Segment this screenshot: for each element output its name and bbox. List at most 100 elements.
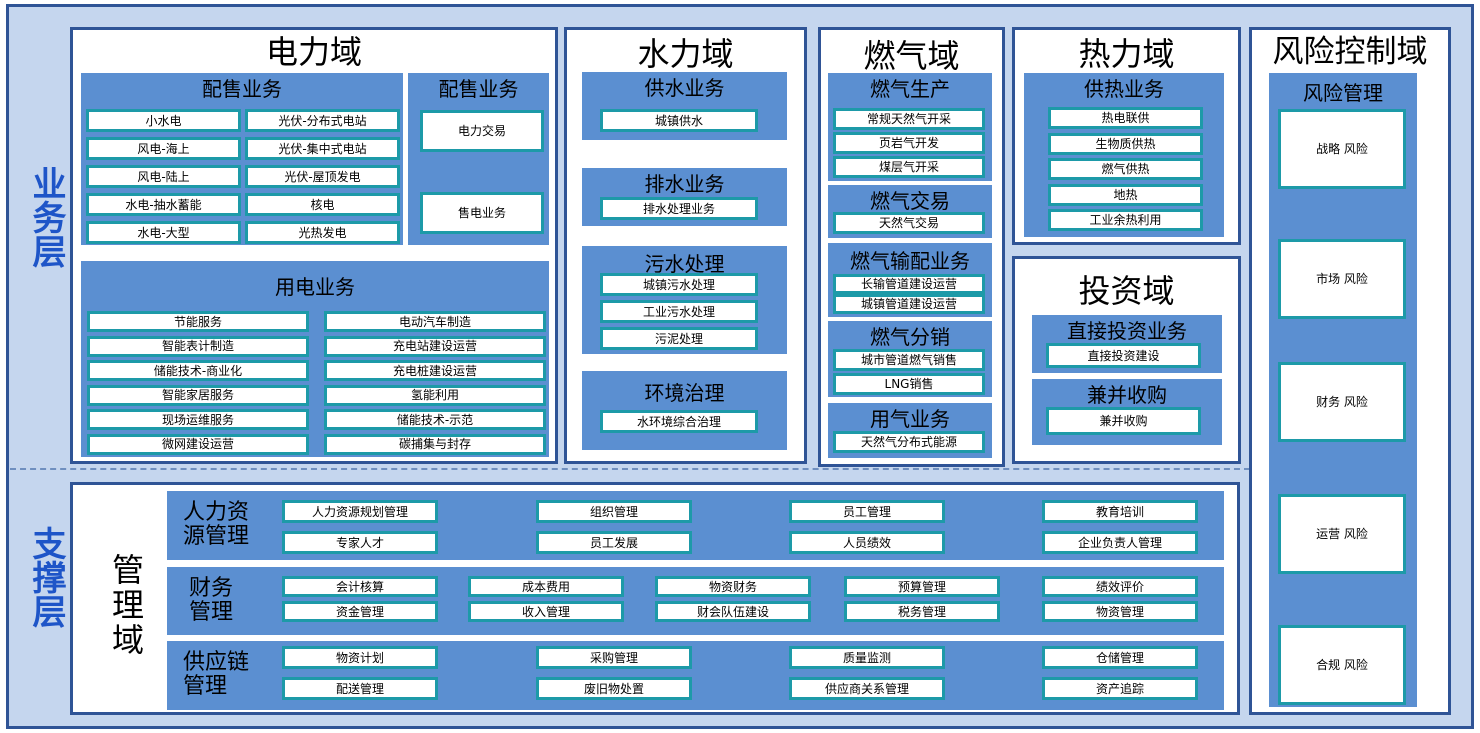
sales-title: 配售业务 [438, 77, 519, 101]
item-box: 智能表计制造 [87, 335, 309, 357]
item-box: 常规天然气开采 [833, 108, 985, 130]
distribution-title: 配售业务 [202, 77, 282, 101]
item-box: 地热 [1048, 183, 1203, 206]
gas-production-title: 燃气生产 [870, 77, 950, 101]
item-box: 智能家居服务 [87, 384, 309, 406]
item-box: 售电业务 [420, 192, 544, 234]
drainage-title: 排水业务 [644, 172, 725, 196]
environment-title: 环境治理 [644, 381, 725, 405]
risk-item-box: 财务 风险 [1278, 362, 1406, 442]
item-box: 光热发电 [245, 221, 400, 244]
gas-domain-title: 燃气域 [863, 37, 960, 75]
item-box: 仓储管理 [1042, 646, 1198, 669]
item-box: 水电-大型 [86, 221, 241, 244]
item-box: 小水电 [86, 109, 241, 132]
item-box: 预算管理 [844, 576, 1000, 597]
item-box: 城镇供水 [600, 109, 758, 132]
item-box: 燃气供热 [1048, 158, 1203, 180]
item-box: 煤层气开采 [833, 156, 985, 178]
item-box: 质量监测 [789, 646, 945, 669]
item-box: 财会队伍建设 [655, 601, 811, 622]
risk-domain-title: 风险控制域 [1272, 34, 1428, 70]
item-box: 充电桩建设运营 [324, 360, 546, 381]
item-box: 页岩气开发 [833, 132, 985, 154]
support-layer-label: 支撑层 [26, 526, 66, 628]
risk-item-box: 战略 风险 [1278, 109, 1406, 189]
power-domain-title: 电力域 [265, 33, 362, 71]
item-box: 现场运维服务 [87, 409, 309, 430]
item-box: 兼并收购 [1046, 407, 1201, 435]
item-box: 资金管理 [282, 601, 438, 622]
gas-usage-title: 用气业务 [870, 407, 950, 431]
item-box: 物资计划 [282, 646, 438, 669]
item-box: 天然气分布式能源 [833, 431, 985, 453]
item-box: 水环境综合治理 [600, 410, 758, 433]
item-box: 电动汽车制造 [324, 311, 546, 332]
heat-supply-title: 供热业务 [1084, 77, 1164, 101]
water-domain-title: 水力域 [637, 35, 734, 73]
hr-title: 人力资 源管理 [183, 500, 250, 549]
item-box: 城镇管道建设运营 [833, 294, 985, 314]
item-box: 直接投资建设 [1046, 343, 1201, 368]
item-box: 节能服务 [87, 311, 309, 332]
item-box: 工业余热利用 [1048, 209, 1203, 231]
item-box: 水电-抽水蓄能 [86, 193, 241, 216]
heat-domain-title: 热力域 [1078, 35, 1175, 73]
investment-domain-title: 投资域 [1078, 272, 1175, 310]
gas-retail-title: 燃气分销 [870, 325, 950, 349]
item-box: 绩效评价 [1042, 576, 1198, 597]
item-box: 微网建设运营 [87, 433, 309, 455]
water-supply-title: 供水业务 [644, 76, 725, 100]
gas-transport-title: 燃气输配业务 [850, 249, 970, 273]
item-box: 城镇污水处理 [600, 273, 758, 296]
item-box: 收入管理 [468, 601, 624, 622]
business-layer-label: 业务层 [26, 166, 66, 268]
direct-investment-title: 直接投资业务 [1067, 319, 1187, 343]
item-box: 资产追踪 [1042, 677, 1198, 700]
management-domain-title: 管 理 域 [111, 551, 144, 659]
item-box: 储能技术-商业化 [87, 360, 309, 381]
item-box: 配送管理 [282, 677, 438, 700]
item-box: 热电联供 [1048, 107, 1203, 129]
item-box: 组织管理 [536, 500, 692, 523]
mna-title: 兼并收购 [1087, 383, 1167, 407]
item-box: 教育培训 [1042, 500, 1198, 523]
item-box: 工业污水处理 [600, 300, 758, 323]
item-box: 风电-海上 [86, 137, 241, 160]
usage-title: 用电业务 [275, 275, 355, 299]
risk-item-box: 运营 风险 [1278, 494, 1406, 574]
item-box: 城市管道燃气销售 [833, 349, 985, 371]
risk-item-box: 市场 风险 [1278, 239, 1406, 319]
item-box: 员工发展 [536, 531, 692, 554]
item-box: 专家人才 [282, 531, 438, 554]
item-box: 碳捕集与封存 [324, 433, 546, 455]
risk-management-title: 风险管理 [1303, 81, 1383, 105]
item-box: 长输管道建设运营 [833, 274, 985, 294]
item-box: 光伏-集中式电站 [245, 137, 400, 160]
sewage-title: 污水处理 [644, 252, 725, 276]
item-box: 成本费用 [468, 576, 624, 597]
item-box: 生物质供热 [1048, 132, 1203, 155]
item-box: 光伏-分布式电站 [245, 109, 400, 132]
item-box: 废旧物处置 [536, 677, 692, 700]
item-box: 物资财务 [655, 576, 811, 597]
item-box: LNG销售 [833, 373, 985, 395]
item-box: 员工管理 [789, 500, 945, 523]
gas-trade-title: 燃气交易 [870, 189, 950, 213]
item-box: 风电-陆上 [86, 165, 241, 188]
item-box: 污泥处理 [600, 327, 758, 350]
item-box: 核电 [245, 193, 400, 216]
risk-item-box: 合规 风险 [1278, 625, 1406, 705]
item-box: 税务管理 [844, 601, 1000, 622]
finance-title: 财务 管理 [189, 576, 234, 625]
item-box: 人力资源规划管理 [282, 500, 438, 523]
item-box: 采购管理 [536, 646, 692, 669]
item-box: 排水处理业务 [600, 197, 758, 220]
item-box: 光伏-屋顶发电 [245, 165, 400, 188]
item-box: 会计核算 [282, 576, 438, 597]
item-box: 充电站建设运营 [324, 335, 546, 357]
layer-divider [10, 468, 1250, 470]
item-box: 电力交易 [420, 110, 544, 152]
item-box: 储能技术-示范 [324, 409, 546, 430]
item-box: 物资管理 [1042, 601, 1198, 622]
